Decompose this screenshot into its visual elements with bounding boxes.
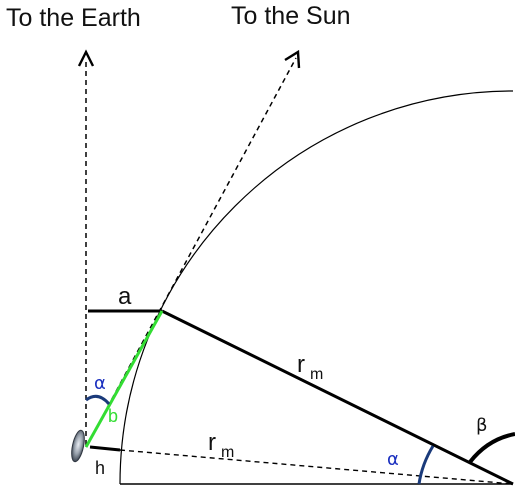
chord-b <box>84 310 164 448</box>
rm-lower-subscript: m <box>221 444 234 461</box>
alpha-arc-observer <box>85 394 111 406</box>
moon-surface-arc <box>119 90 514 485</box>
rm-lower-label: r <box>208 429 216 456</box>
radius-rm-upper <box>161 309 514 486</box>
beta-arc <box>468 432 515 464</box>
rm-upper-subscript: m <box>310 366 323 383</box>
radius-rm-lower <box>119 449 514 485</box>
alpha-label-observer: α <box>94 373 106 394</box>
height-h-segment <box>89 445 121 452</box>
beta-label: β <box>476 415 488 436</box>
to-earth-label: To the Earth <box>6 4 141 32</box>
h-label: h <box>95 458 105 478</box>
sun-arrowhead <box>284 49 301 69</box>
to-sun-label: To the Sun <box>231 2 351 30</box>
alpha-label-center: α <box>387 449 399 470</box>
observer-marker <box>71 429 85 463</box>
earth-arrowhead <box>77 49 95 67</box>
alpha-arc-center <box>417 445 435 485</box>
rm-upper-label: r <box>297 351 305 378</box>
b-label: b <box>108 406 118 426</box>
a-label: a <box>118 283 132 310</box>
